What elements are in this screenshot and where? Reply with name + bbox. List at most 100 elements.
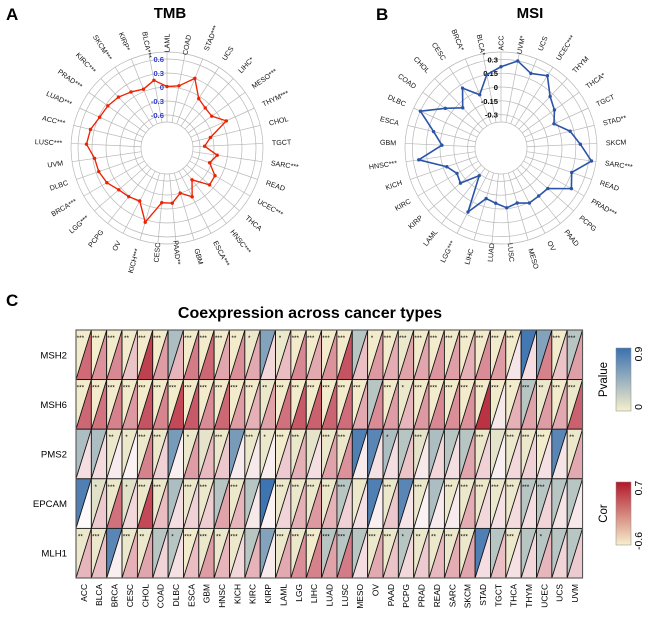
heatmap-cell[interactable]: ***	[367, 527, 384, 579]
heatmap-cell[interactable]: ***	[106, 379, 123, 430]
heatmap-cell[interactable]: ***	[551, 379, 568, 430]
heatmap-cell[interactable]: ***	[336, 478, 353, 529]
heatmap-cell[interactable]	[397, 478, 415, 529]
heatmap-cell[interactable]: *	[382, 428, 399, 480]
heatmap-cell[interactable]: ***	[305, 329, 323, 381]
heatmap-cell[interactable]: **	[536, 379, 553, 430]
heatmap-cell[interactable]: **	[229, 329, 246, 381]
heatmap-cell[interactable]: ***	[490, 478, 507, 529]
heatmap-cell[interactable]: ***	[428, 329, 445, 381]
heatmap-cell[interactable]: **	[428, 527, 445, 579]
heatmap-cell[interactable]: ***	[275, 379, 292, 430]
heatmap-cell[interactable]: ***	[459, 478, 476, 529]
heatmap-cell[interactable]	[459, 428, 476, 480]
heatmap-cell[interactable]: *	[505, 379, 522, 430]
heatmap-cell[interactable]	[490, 527, 507, 579]
heatmap-cell[interactable]	[244, 527, 261, 579]
heatmap-cell[interactable]: ***	[152, 428, 169, 480]
heatmap-cell[interactable]: ***	[474, 428, 491, 480]
heatmap-cell[interactable]: ***	[305, 379, 323, 430]
heatmap-cell[interactable]: ***	[428, 379, 445, 430]
heatmap-cell[interactable]	[520, 329, 537, 381]
heatmap-cell[interactable]	[351, 428, 369, 480]
heatmap-cell[interactable]: *	[397, 527, 415, 579]
heatmap-cell[interactable]: ***	[413, 478, 430, 529]
heatmap-cell[interactable]: ***	[459, 379, 476, 430]
heatmap-cell[interactable]: ***	[136, 329, 154, 381]
heatmap-cell[interactable]: *	[121, 428, 138, 480]
heatmap-cell[interactable]: ***	[321, 379, 338, 430]
heatmap-cell[interactable]: ***	[275, 478, 292, 529]
heatmap-cell[interactable]	[428, 428, 445, 480]
heatmap-cell[interactable]: ***	[413, 329, 430, 381]
heatmap-cell[interactable]	[305, 428, 323, 480]
heatmap-cell[interactable]: ***	[90, 379, 108, 430]
heatmap-cell[interactable]: ***	[459, 329, 476, 381]
heatmap-cell[interactable]: ***	[183, 329, 200, 381]
heatmap-cell[interactable]: ***	[198, 329, 215, 381]
heatmap-cell[interactable]	[551, 527, 568, 579]
heatmap-cell[interactable]	[259, 478, 276, 529]
heatmap-cell[interactable]: ***	[382, 379, 399, 430]
heatmap-cell[interactable]: ***	[490, 329, 507, 381]
heatmap-cell[interactable]: ***	[520, 478, 537, 529]
heatmap-cell[interactable]: ***	[536, 478, 553, 529]
heatmap-cell[interactable]: ***	[505, 428, 522, 480]
heatmap-cell[interactable]	[428, 478, 445, 529]
heatmap-cell[interactable]	[551, 478, 568, 529]
heatmap-cell[interactable]: ***	[321, 527, 338, 579]
heatmap-cell[interactable]: ***	[321, 428, 338, 480]
heatmap-cell[interactable]: *	[397, 379, 415, 430]
heatmap-cell[interactable]: ***	[382, 329, 399, 381]
heatmap-cell[interactable]: ***	[397, 329, 415, 381]
heatmap-cell[interactable]: ***	[474, 379, 491, 430]
heatmap-cell[interactable]	[566, 527, 583, 579]
heatmap-cell[interactable]	[198, 428, 215, 480]
heatmap-cell[interactable]	[490, 428, 507, 480]
heatmap-cell[interactable]: ***	[229, 379, 246, 430]
heatmap-cell[interactable]: *	[167, 527, 184, 579]
heatmap-cell[interactable]: *	[121, 478, 138, 529]
heatmap-cell[interactable]	[167, 329, 184, 381]
heatmap-cell[interactable]: ***	[321, 478, 338, 529]
heatmap-cell[interactable]: ***	[90, 527, 108, 579]
heatmap-cell[interactable]: *	[90, 478, 108, 529]
heatmap-cell[interactable]: ***	[213, 379, 230, 430]
heatmap-cell[interactable]: ***	[490, 379, 507, 430]
heatmap-cell[interactable]	[367, 379, 384, 430]
heatmap-cell[interactable]	[367, 478, 384, 529]
heatmap-cell[interactable]	[106, 527, 123, 579]
heatmap-cell[interactable]	[90, 428, 108, 480]
heatmap-cell[interactable]: **	[121, 329, 138, 381]
heatmap-cell[interactable]: *	[244, 329, 261, 381]
heatmap-cell[interactable]: ***	[198, 478, 215, 529]
heatmap-cell[interactable]: ***	[167, 379, 184, 430]
heatmap-cell[interactable]: ***	[290, 527, 307, 579]
heatmap-cell[interactable]: ***	[244, 428, 261, 480]
heatmap-cell[interactable]: ***	[152, 478, 169, 529]
heatmap-cell[interactable]: ***	[443, 478, 461, 529]
heatmap-cell[interactable]	[213, 478, 230, 529]
heatmap-cell[interactable]: ***	[474, 478, 491, 529]
heatmap-cell[interactable]	[536, 329, 553, 381]
heatmap-cell[interactable]: ***	[443, 527, 461, 579]
heatmap-cell[interactable]: ***	[183, 379, 200, 430]
heatmap-cell[interactable]: **	[259, 379, 276, 430]
heatmap-cell[interactable]: ***	[505, 478, 522, 529]
heatmap-cell[interactable]: ***	[290, 329, 307, 381]
heatmap-cell[interactable]: ***	[459, 527, 476, 579]
heatmap-cell[interactable]: ***	[75, 379, 92, 430]
heatmap-cell[interactable]: ***	[106, 329, 123, 381]
heatmap-cell[interactable]: ***	[275, 527, 292, 579]
heatmap-cell[interactable]: *	[536, 527, 553, 579]
heatmap-cell[interactable]: ***	[121, 527, 138, 579]
heatmap-cell[interactable]: ***	[505, 329, 522, 381]
heatmap-cell[interactable]: ***	[505, 527, 522, 579]
heatmap-cell[interactable]: **	[413, 527, 430, 579]
heatmap-cell[interactable]: ***	[520, 379, 537, 430]
heatmap-cell[interactable]: ***	[198, 527, 215, 579]
heatmap-cell[interactable]: ***	[75, 329, 92, 381]
heatmap-cell[interactable]	[351, 527, 369, 579]
heatmap-cell[interactable]	[167, 428, 184, 480]
heatmap-cell[interactable]: ***	[183, 478, 200, 529]
